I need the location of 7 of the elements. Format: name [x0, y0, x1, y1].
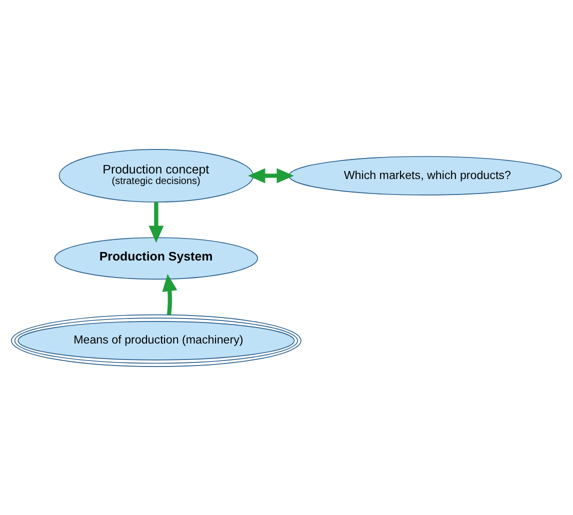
node-ellipse: Production System	[54, 236, 258, 280]
node-ellipse: Production concept (strategic decisions)	[58, 148, 254, 202]
arrow	[248, 168, 294, 183]
node-ellipse: Which markets, which products?	[288, 156, 562, 195]
node-ellipse: Means of production (machinery)	[11, 314, 302, 366]
arrow	[148, 202, 164, 242]
arrow	[162, 274, 178, 314]
